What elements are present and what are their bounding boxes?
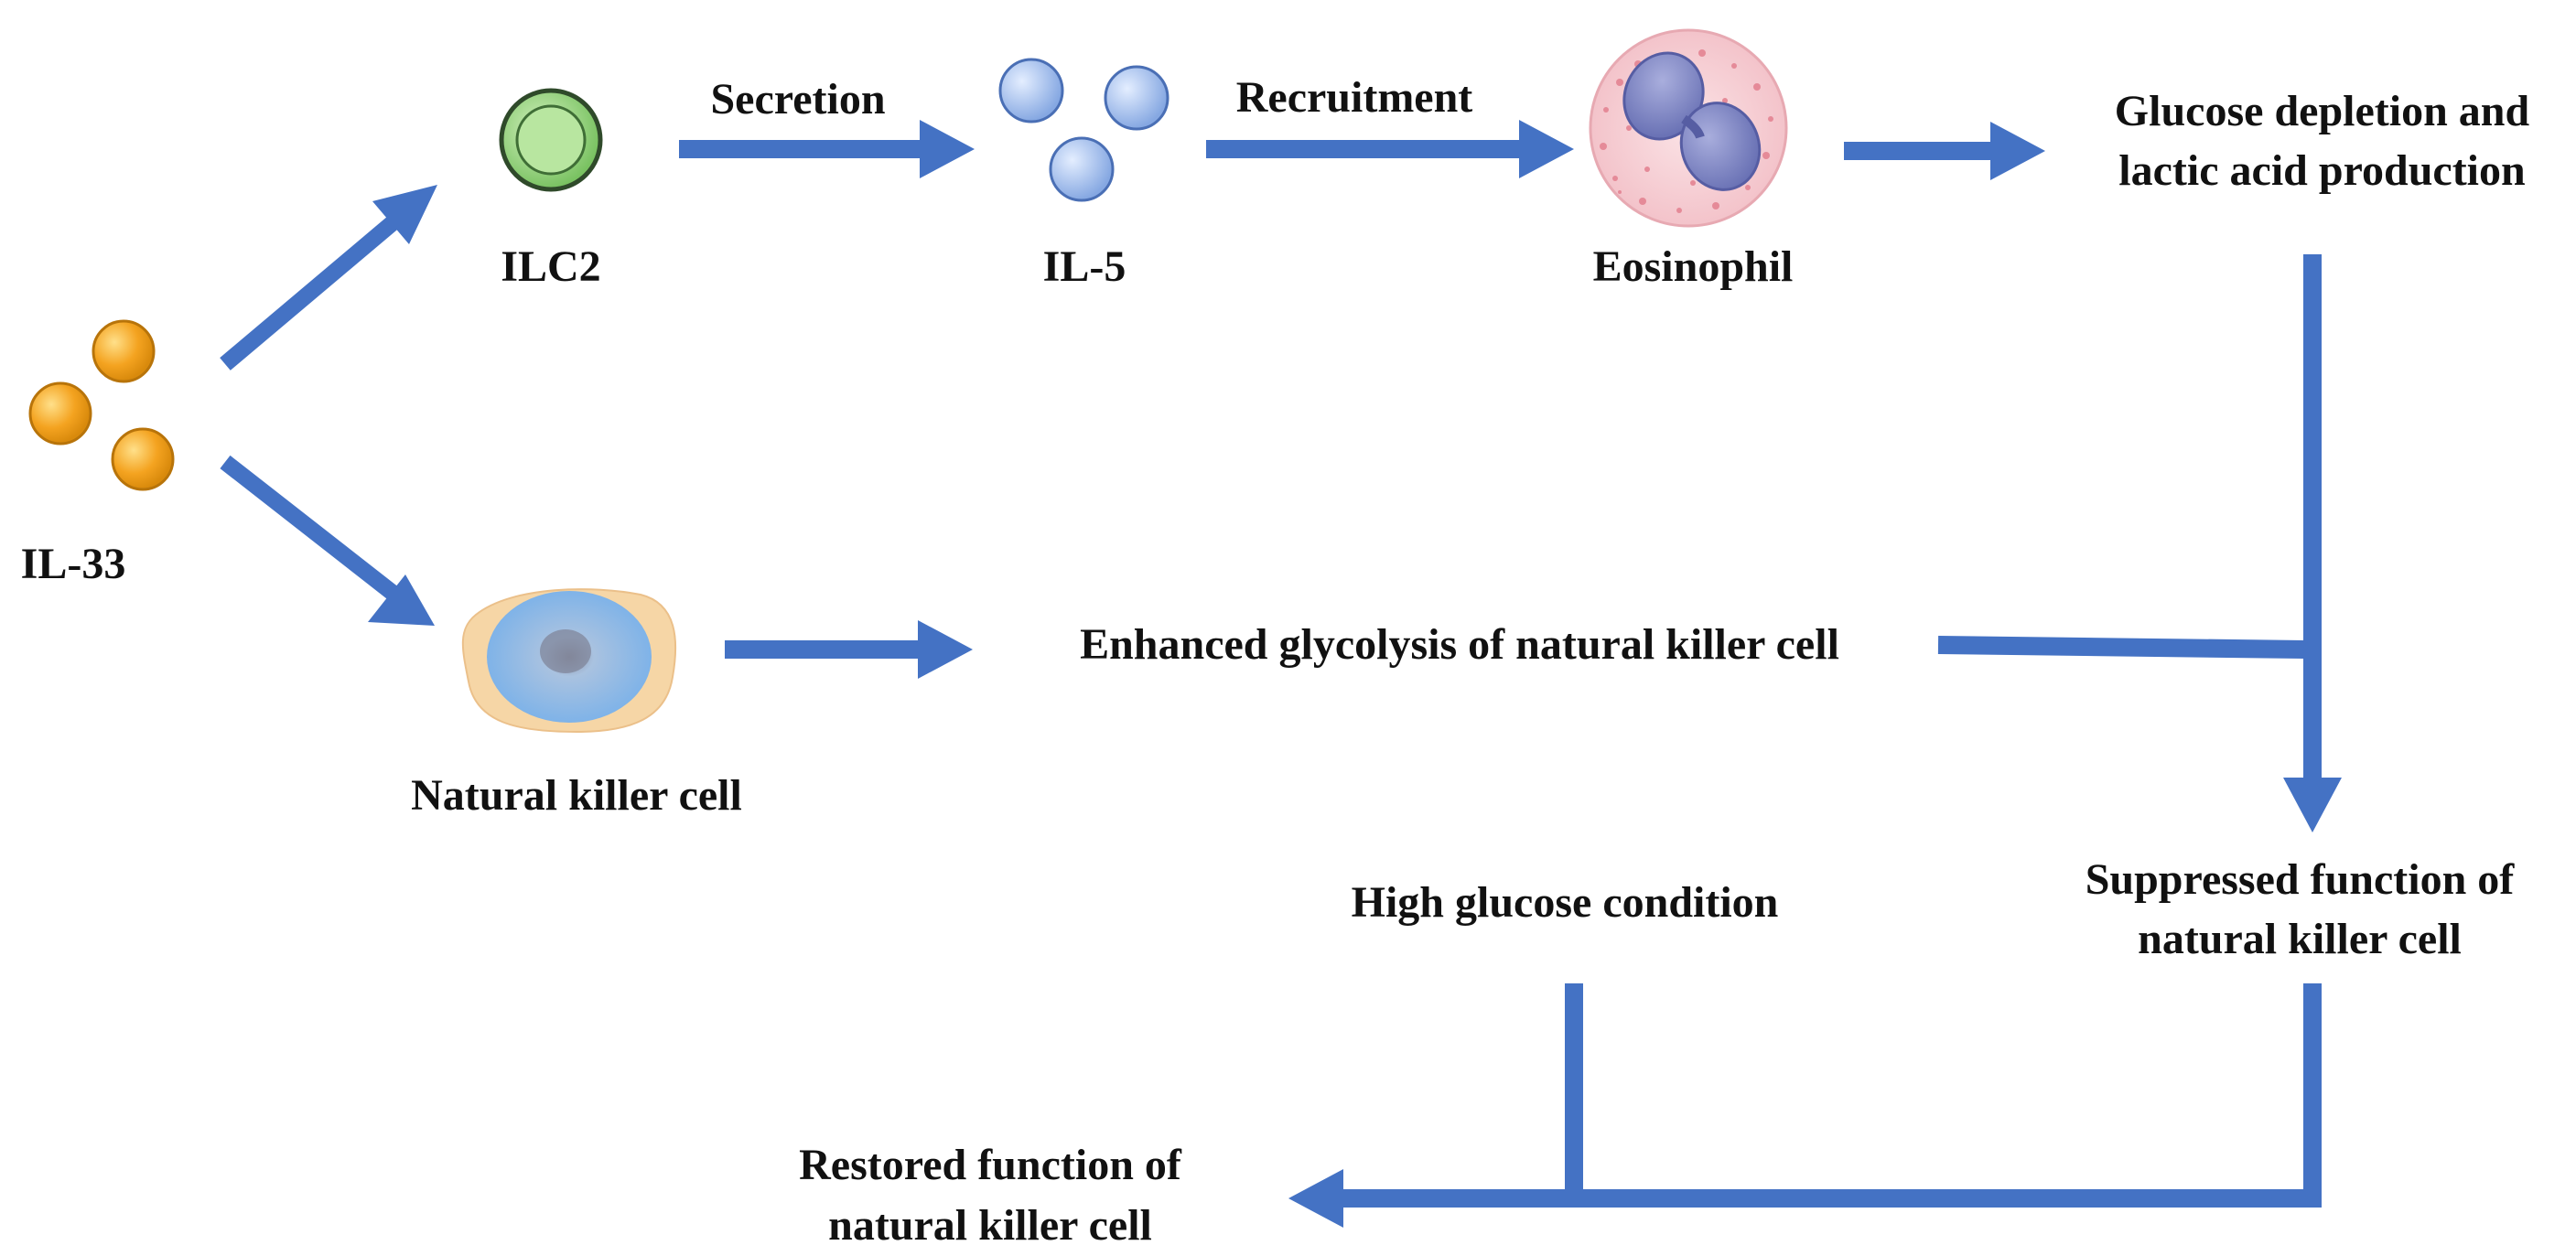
label-recruitment: Recruitment bbox=[1235, 73, 1473, 122]
label-glucose-depletion-1: Glucose depletion and bbox=[2114, 87, 2530, 135]
il33-sphere bbox=[92, 319, 156, 383]
label-restored-function-1: Restored function of bbox=[799, 1141, 1181, 1189]
il33-sphere bbox=[28, 381, 92, 446]
label-il33: IL-33 bbox=[20, 540, 126, 588]
il33-sphere bbox=[111, 427, 175, 491]
label-high-glucose: High glucose condition bbox=[1351, 878, 1779, 927]
label-nk-cell: Natural killer cell bbox=[411, 771, 742, 820]
label-restored-function-2: natural killer cell bbox=[828, 1201, 1152, 1250]
eosinophil-cell-icon bbox=[1589, 28, 1788, 228]
label-il5: IL-5 bbox=[1042, 242, 1126, 291]
label-secretion: Secretion bbox=[710, 75, 886, 123]
arrow-to-suppressed-function bbox=[2283, 254, 2342, 832]
nk-cell-icon bbox=[461, 588, 677, 734]
arrow-recruitment bbox=[1206, 120, 1574, 178]
label-suppressed-function-2: natural killer cell bbox=[2138, 915, 2462, 963]
label-suppressed-function-1: Suppressed function of bbox=[2085, 855, 2515, 904]
arrow-il33-to-ilc2 bbox=[220, 185, 437, 370]
arrow-to-restored-function bbox=[1288, 1169, 2322, 1228]
connector-glycolysis bbox=[1937, 636, 2305, 659]
arrow-to-glucose-depletion bbox=[1844, 122, 2045, 180]
il5-sphere bbox=[1104, 65, 1169, 131]
il5-molecules bbox=[998, 58, 1169, 202]
arrow-secretion bbox=[679, 120, 975, 178]
ilc2-cell-icon bbox=[499, 88, 603, 192]
arrow-nk-to-glycolysis bbox=[725, 620, 973, 679]
arrows bbox=[220, 120, 2342, 1228]
il33-molecules bbox=[28, 319, 175, 491]
label-glucose-depletion-2: lactic acid production bbox=[2118, 146, 2526, 195]
arrow-il33-to-nk bbox=[220, 455, 435, 626]
il5-sphere bbox=[998, 58, 1064, 123]
label-ilc2: ILC2 bbox=[501, 242, 601, 291]
label-enhanced-glycolysis: Enhanced glycolysis of natural killer ce… bbox=[1080, 620, 1839, 669]
il5-sphere bbox=[1049, 136, 1115, 202]
label-eosinophil: Eosinophil bbox=[1592, 242, 1794, 291]
